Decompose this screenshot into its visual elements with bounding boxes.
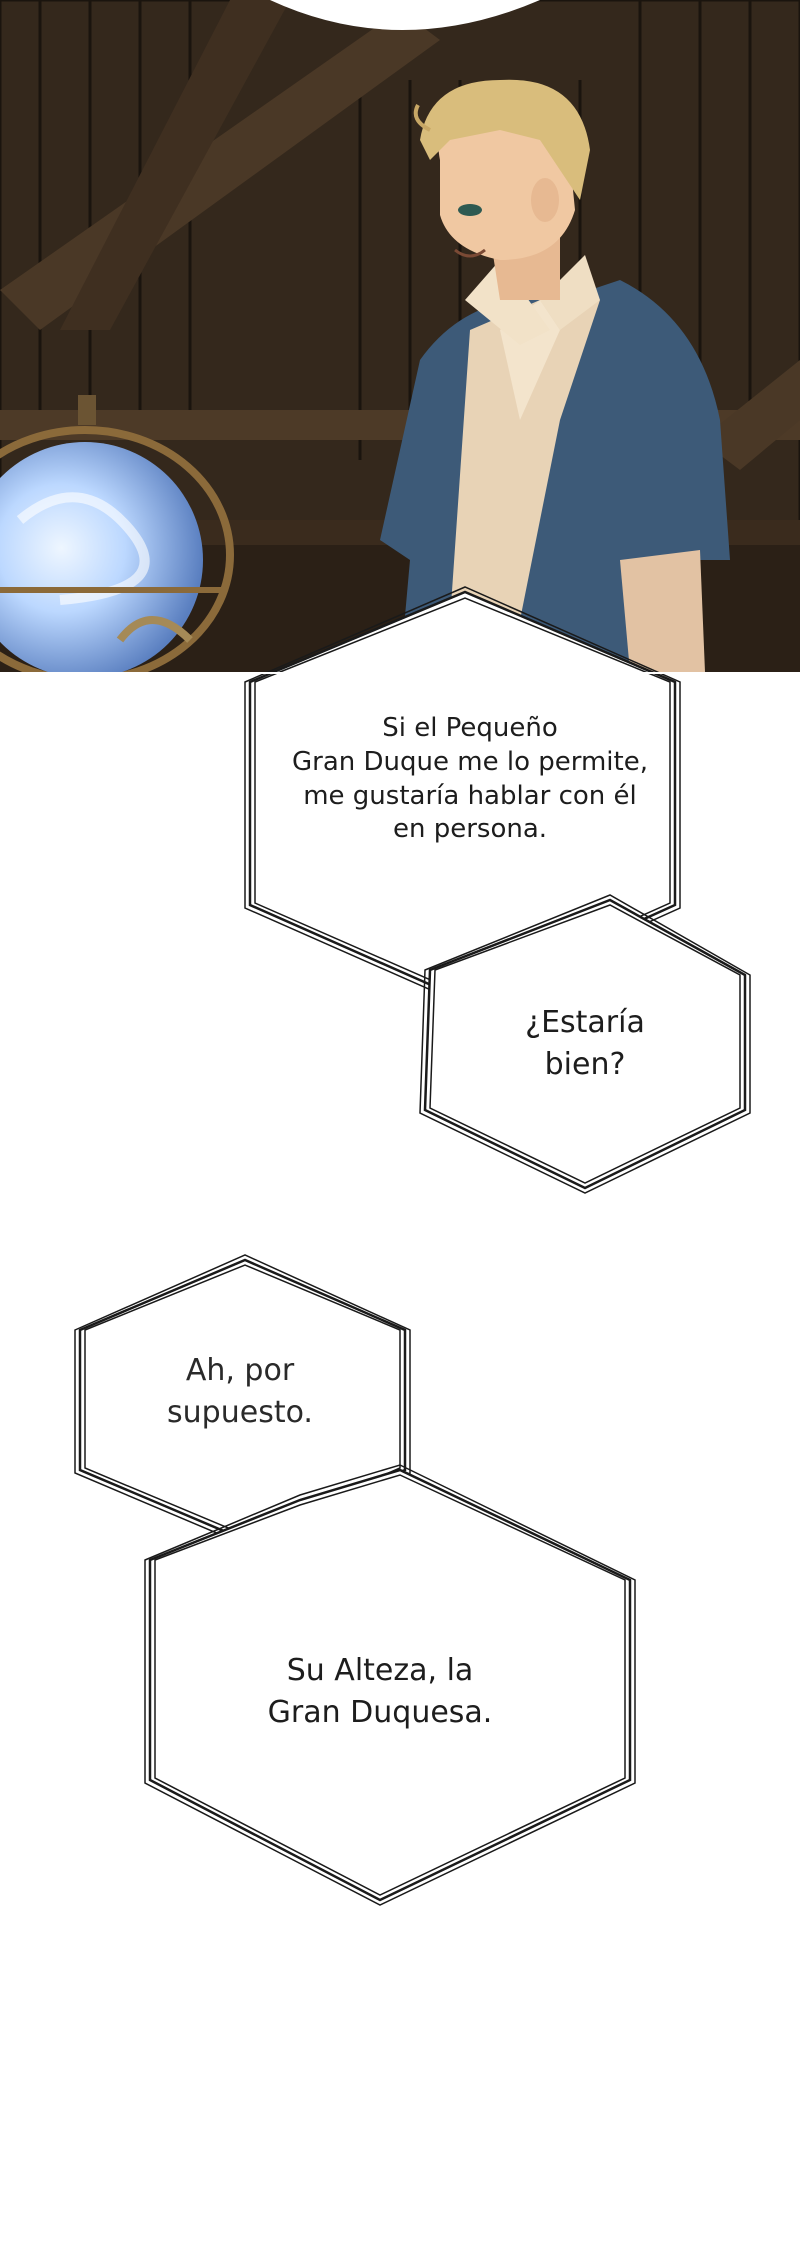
dialogue-4: Su Alteza, la Gran Duquesa. <box>230 1650 530 1734</box>
dialogue-3: Ah, por supuesto. <box>140 1350 340 1434</box>
comic-panel <box>0 0 800 672</box>
dialogue-1-line-4: en persona. <box>392 814 548 845</box>
balloon-1 <box>248 590 677 1002</box>
dialogue-2-line-1: ¿Estaría <box>525 1005 645 1040</box>
dialogue-4-line-1: Su Alteza, la <box>286 1653 474 1688</box>
dialogue-1-line-1: Si el Pequeño <box>382 713 558 743</box>
blond-man-icon <box>380 79 730 672</box>
dialogue-1-line-2: Gran Duque me lo permite, <box>292 746 648 777</box>
balloon-2 <box>423 898 747 1190</box>
dialogue-2-line-2: bien? <box>544 1047 626 1082</box>
dialogue-4-line-2: Gran Duquesa. <box>267 1695 493 1730</box>
dialogue-2: ¿Estaría bien? <box>500 1002 670 1086</box>
balloon-4 <box>148 1468 632 1902</box>
dialogue-3-line-2: supuesto. <box>167 1395 313 1430</box>
crystal-orb-icon <box>0 395 234 672</box>
dialogue-1-line-3: me gustaría hablar con él <box>303 780 637 811</box>
dialogue-1: Si el Pequeño Gran Duque me lo permite, … <box>270 712 670 847</box>
balloon-3 <box>78 1258 407 1542</box>
dialogue-3-line-1: Ah, por <box>185 1353 295 1388</box>
